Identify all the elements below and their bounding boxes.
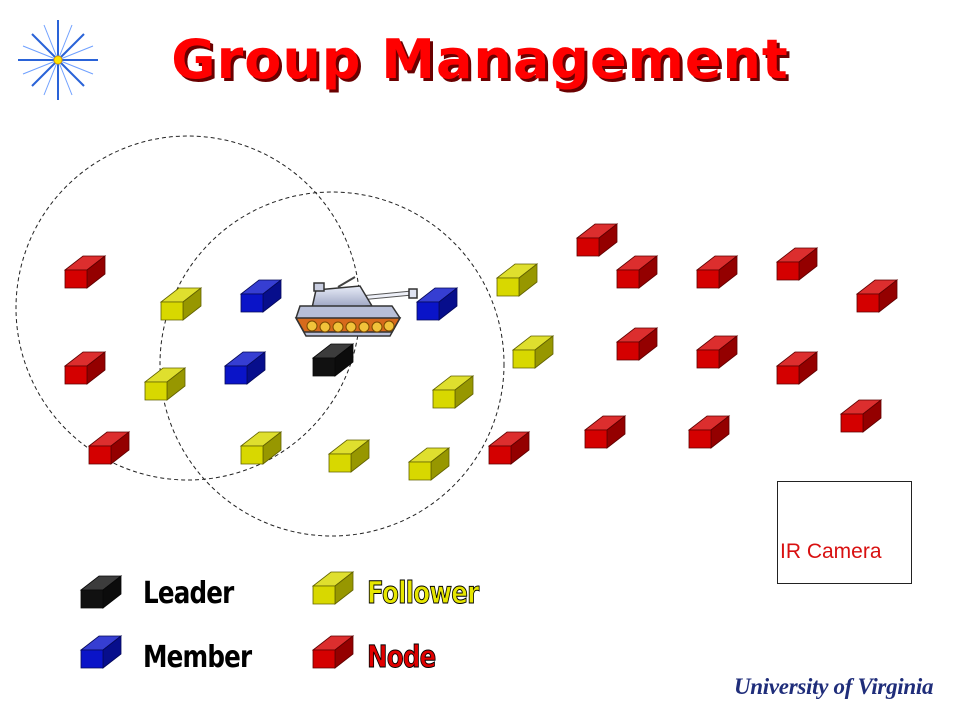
- tank-icon: [294, 276, 418, 337]
- ir-camera-label: IR Camera: [780, 540, 882, 563]
- member-block: [239, 279, 283, 313]
- leader-block: [311, 343, 355, 377]
- ir-camera-box: [777, 481, 912, 584]
- node-block: [487, 431, 531, 465]
- group-range-circle-right: [159, 191, 505, 537]
- legend-follower-swatch: [311, 571, 355, 605]
- follower-block: [407, 447, 451, 481]
- legend-node-swatch: [311, 635, 355, 669]
- follower-block: [327, 439, 371, 473]
- node-block: [615, 327, 659, 361]
- follower-block: [143, 367, 187, 401]
- node-block: [687, 415, 731, 449]
- follower-block: [239, 431, 283, 465]
- node-block: [615, 255, 659, 289]
- node-block: [855, 279, 899, 313]
- legend-leader-label: Leader: [143, 576, 234, 611]
- node-block: [63, 351, 107, 385]
- node-block: [695, 335, 739, 369]
- legend-leader-swatch: [79, 575, 123, 609]
- node-block: [63, 255, 107, 289]
- sensor-nodes: [63, 223, 899, 669]
- page-title: Group Management: [171, 28, 789, 91]
- legend-follower-label: Follower: [367, 576, 480, 612]
- legend-member-label: Member: [143, 640, 252, 675]
- follower-block: [495, 263, 539, 297]
- member-block: [415, 287, 459, 321]
- follower-block: [159, 287, 203, 321]
- node-block: [775, 351, 819, 385]
- follower-block: [431, 375, 475, 409]
- university-logo-text: University of Virginia: [734, 674, 934, 699]
- legend-member-swatch: [79, 635, 123, 669]
- node-block: [575, 223, 619, 257]
- node-block: [775, 247, 819, 281]
- legend-node-label: Node: [367, 640, 437, 676]
- member-block: [223, 351, 267, 385]
- starburst-icon: [18, 20, 98, 100]
- node-block: [839, 399, 883, 433]
- node-block: [87, 431, 131, 465]
- node-block: [583, 415, 627, 449]
- follower-block: [511, 335, 555, 369]
- node-block: [695, 255, 739, 289]
